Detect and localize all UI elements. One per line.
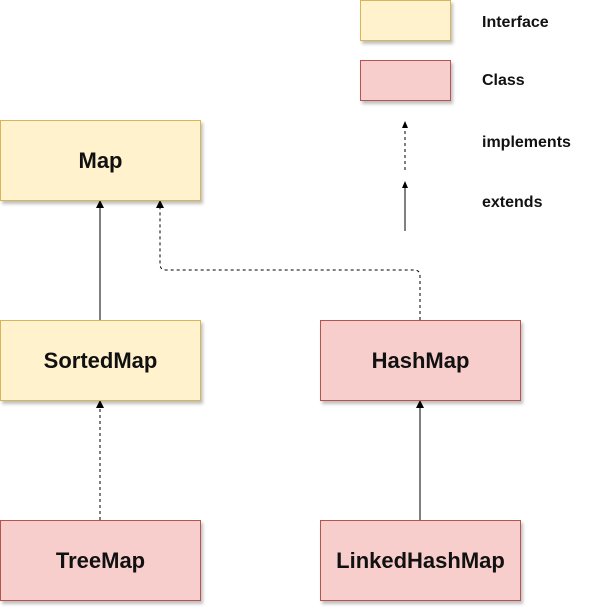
legend-interface-label: Interface: [482, 14, 549, 31]
hashmap-node-label: HashMap: [371, 347, 470, 373]
legend-class-swatch: [360, 60, 451, 101]
sortedmap-extends-map-arrowhead: [96, 200, 104, 208]
sortedmap-node-label: SortedMap: [43, 347, 158, 373]
sortedmap-interface-node: SortedMap: [0, 320, 201, 401]
legend-interface-swatch: [360, 0, 451, 41]
linkedhashmap-extends-hashmap-arrowhead: [416, 400, 424, 408]
solid-arrow-icon-head: [402, 181, 408, 188]
map-node-label: Map: [78, 147, 123, 173]
treemap-class-node: TreeMap: [0, 520, 201, 601]
hashmap-implements-map-arrow: [159, 204, 421, 320]
treemap-node-label: TreeMap: [55, 547, 146, 573]
hashmap-class-node: HashMap: [320, 320, 521, 401]
dashed-arrow-icon-head: [402, 121, 408, 128]
legend-class-label: Class: [482, 72, 525, 89]
map-interface-node: Map: [0, 120, 201, 201]
legend-extends-label: extends: [482, 194, 543, 211]
legend-implements-label: implements: [482, 134, 571, 151]
linkedhashmap-class-node: LinkedHashMap: [320, 520, 521, 601]
hashmap-implements-map-arrowhead: [156, 200, 164, 208]
treemap-implements-sortedmap-arrowhead: [96, 400, 104, 408]
linkedhashmap-node-label: LinkedHashMap: [336, 547, 505, 573]
